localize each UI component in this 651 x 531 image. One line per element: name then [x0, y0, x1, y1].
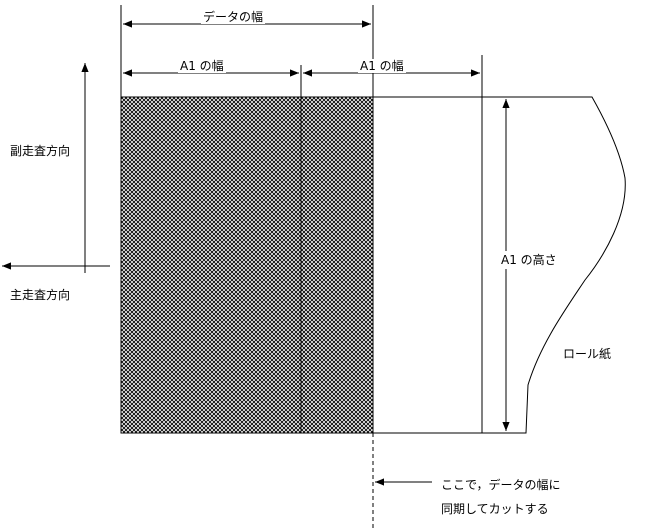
main-scan-label: 主走査方向 [10, 288, 71, 302]
roll-paper-outline [373, 96, 626, 434]
a1-height-label: A1 の高さ [500, 251, 558, 269]
roll-paper-label: ロール紙 [563, 347, 612, 361]
sub-scan-label: 副走査方向 [10, 144, 71, 158]
a1-width-right-label: A1 の幅 [358, 59, 406, 73]
cut-note-line-1: ここで，データの幅に [441, 478, 561, 492]
a1-width-left-label: A1 の幅 [178, 59, 226, 73]
cut-note-line-2: 同期してカットする [441, 502, 549, 516]
data-width-label: データの幅 [201, 10, 266, 24]
data-area-hatched [120, 96, 374, 434]
